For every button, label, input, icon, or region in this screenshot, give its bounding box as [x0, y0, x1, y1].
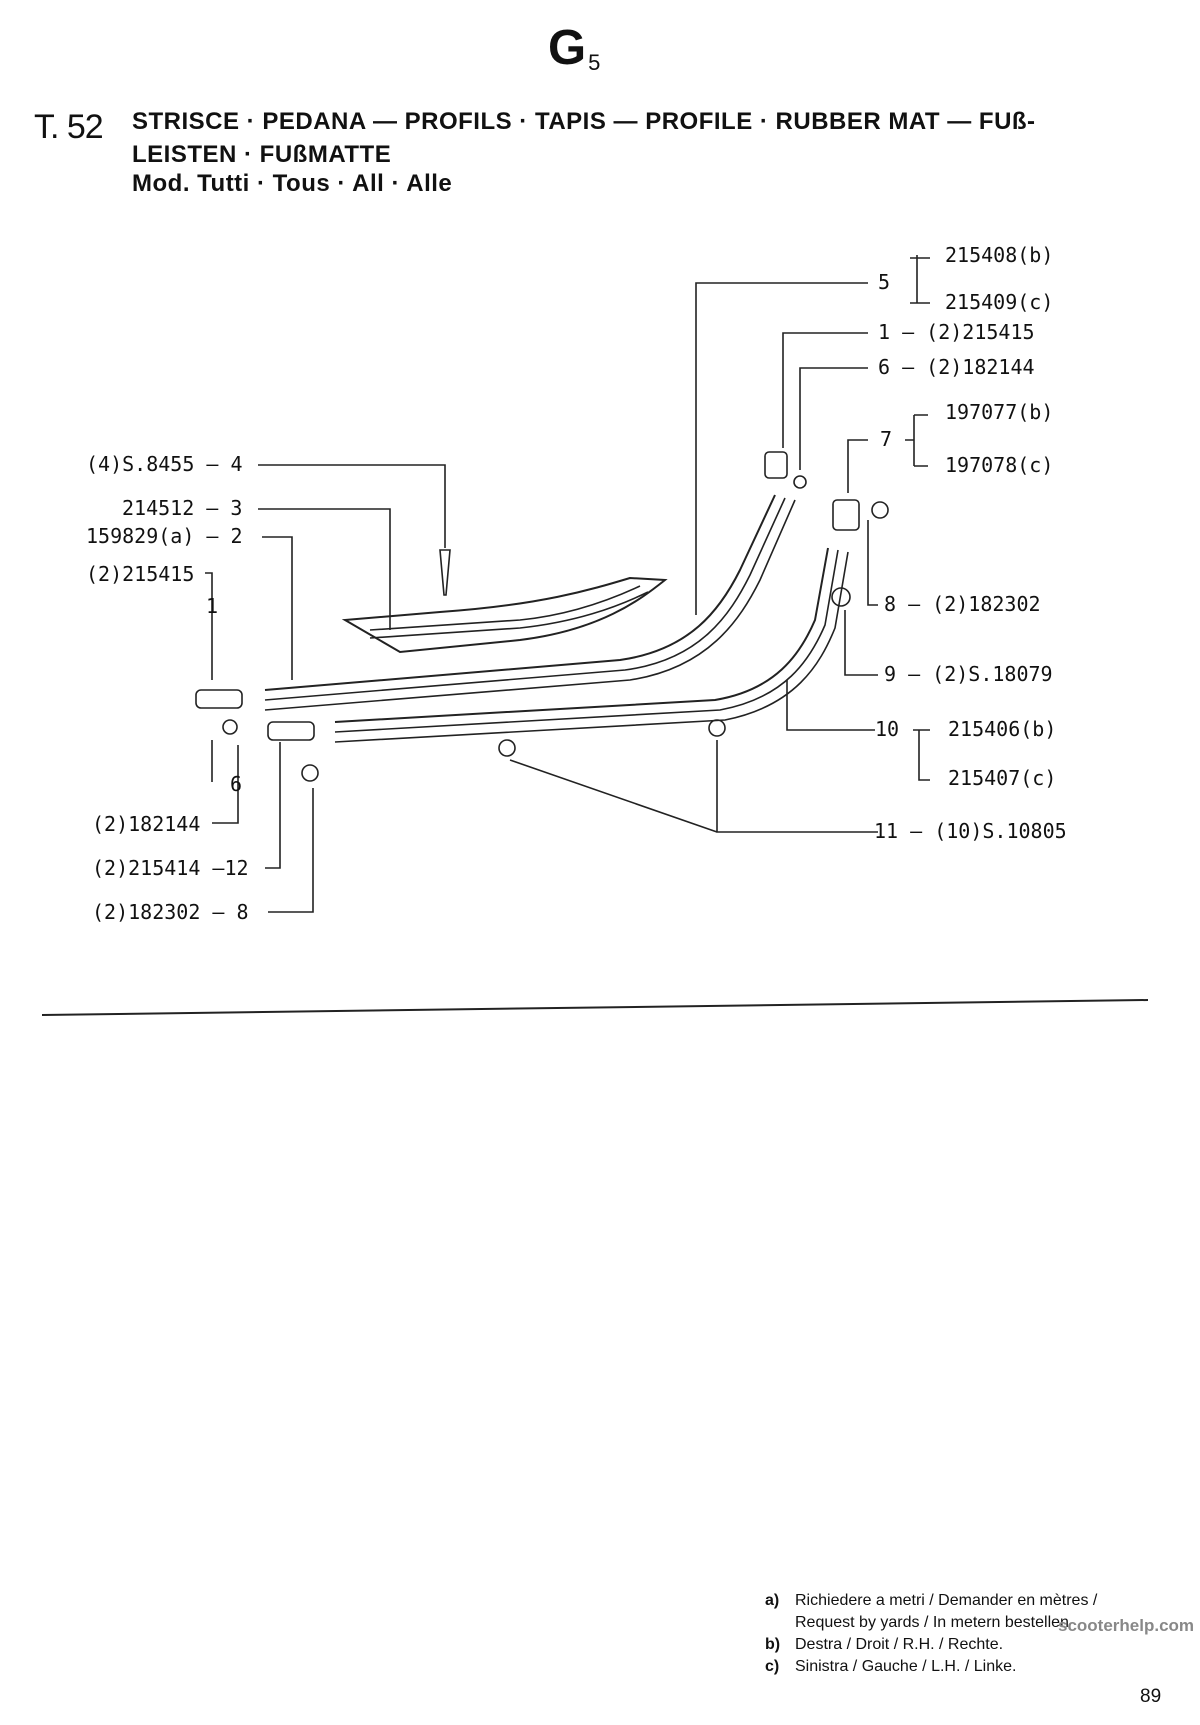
leader-1-right: [782, 332, 868, 448]
clip-6-left: [222, 719, 238, 735]
label-part-8-right: 8 — (2)182302: [884, 592, 1041, 616]
title-line-3: Mod. Tutti · Tous · All · Alle: [132, 170, 453, 197]
leader-7: [847, 439, 868, 493]
clip-9: [831, 587, 851, 607]
footnote-a-cont: Request by yards / In metern bestellen: [795, 1614, 1069, 1631]
label-part-5-c: 215409(c): [945, 290, 1054, 314]
profile-lower: [334, 547, 829, 723]
leader-3: [258, 508, 391, 630]
label-part-5: 5: [878, 270, 891, 294]
leader-6-right: [799, 367, 868, 470]
label-part-6-right: 6 — (2)182144: [878, 355, 1035, 379]
leader-10: [786, 680, 875, 731]
label-part-1: 1: [206, 594, 219, 618]
label-part-5-b: 215408(b): [945, 243, 1054, 267]
clip-8-right: [871, 501, 889, 519]
label-part-7-b: 197077(b): [945, 400, 1054, 424]
footnote-b: b)Destra / Droit / R.H. / Rechte.: [765, 1636, 1004, 1653]
footnote-a: a)Richiedere a metri / Demander en mètre…: [765, 1592, 1098, 1609]
leader-2: [262, 536, 293, 680]
label-part-9: 9 — (2)S.18079: [884, 662, 1053, 686]
label-part-10: 10: [875, 717, 900, 741]
title-line-1: STRISCE · PEDANA — PROFILS · TAPIS — PRO…: [132, 108, 1036, 135]
label-part-4: (4)S.8455 — 4: [86, 452, 243, 476]
rivet-11-a: [498, 739, 516, 757]
footnotes: a)Richiedere a metri / Demander en mètre…: [765, 1590, 1097, 1678]
profile-upper-inner2: [264, 499, 796, 711]
label-part-12: (2)215414 —12: [92, 856, 249, 880]
title-line-2: LEISTEN · FUßMATTE: [132, 141, 392, 168]
label-part-7-c: 197078(c): [945, 453, 1054, 477]
leader-11: [509, 740, 878, 833]
leader-8-right: [867, 520, 878, 606]
leader-9: [844, 610, 878, 676]
section-subscript: 5: [588, 50, 601, 75]
label-part-7: 7: [880, 427, 893, 451]
label-part-10-b: 215406(b): [948, 717, 1057, 741]
footnote-c: c)Sinistra / Gauche / L.H. / Linke.: [765, 1658, 1017, 1675]
label-part-10-c: 215407(c): [948, 766, 1057, 790]
divider: [41, 999, 1149, 1016]
label-part-11: 11 — (10)S.10805: [874, 819, 1067, 843]
clip-8-left: [301, 764, 319, 782]
profile-upper: [264, 494, 776, 691]
profile-lower-inner2: [334, 551, 849, 743]
leader-6-left-bottom: [212, 745, 239, 824]
end-cap-left-1: [195, 689, 243, 709]
label-part-3: 214512 — 3: [122, 496, 243, 520]
screw: [439, 549, 451, 596]
leader-8-left: [268, 788, 314, 913]
end-cap-right-1: [764, 451, 788, 479]
leader-5: [695, 282, 868, 615]
leader-5-bracket: [910, 255, 930, 304]
end-cap-left-12: [267, 721, 315, 741]
label-part-2: 159829(a) — 2: [86, 524, 243, 548]
page-number: 89: [1140, 1686, 1162, 1707]
label-part-6-code: (2)182144: [92, 812, 201, 836]
table-code: T. 52: [34, 108, 104, 146]
watermark: scooterhelp.com: [1058, 1616, 1195, 1635]
leader-10-bracket: [913, 729, 930, 781]
leader-4: [258, 464, 446, 548]
leader-12: [265, 742, 281, 869]
profile-lower-inner: [334, 549, 839, 733]
clip-6-right: [793, 475, 807, 489]
leader-1-left: [205, 572, 213, 680]
leader-7-bracket: [905, 414, 928, 467]
section-letter: G: [548, 21, 587, 75]
rubber-mat: [341, 576, 668, 654]
rivet-11-b: [708, 719, 726, 737]
rubber-mat-ribs: [369, 585, 649, 639]
label-part-8-left: (2)182302 — 8: [92, 900, 249, 924]
label-part-1-code: (2)215415: [86, 562, 195, 586]
end-cap-right-7: [832, 499, 860, 531]
label-part-6: 6: [230, 772, 243, 796]
section-code: G5: [548, 20, 600, 76]
label-part-1-right: 1 — (2)215415: [878, 320, 1035, 344]
profile-upper-inner: [264, 497, 786, 701]
